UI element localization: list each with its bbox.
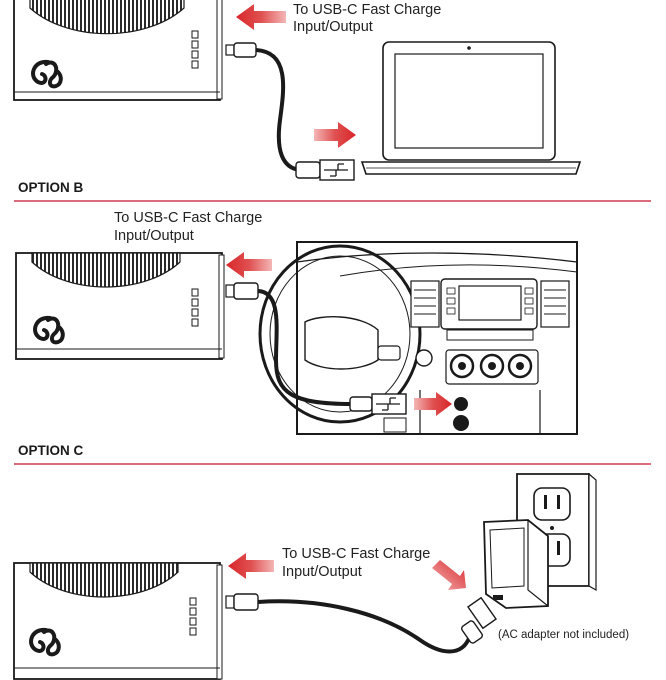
option-c-heading: OPTION C [18, 443, 84, 458]
arrow-to-device-a [236, 4, 286, 30]
option-b-heading: OPTION B [18, 180, 84, 195]
arrow-to-laptop-a [314, 122, 356, 148]
option-a-group [13, 0, 582, 181]
led-indicators-c [189, 597, 197, 636]
laptop-illustration [360, 41, 582, 175]
option-c-group [13, 472, 597, 680]
callout-a-line1: To USB-C Fast Charge [293, 2, 442, 18]
callout-b-line1: To USB-C Fast Charge [114, 210, 263, 226]
led-indicators-a [191, 30, 199, 69]
arrow-to-adapter-c [432, 560, 466, 590]
brand-logo-b [33, 315, 65, 345]
power-bank-device-a [13, 0, 223, 101]
brand-logo-a [31, 59, 63, 89]
aux-socket-icon [454, 397, 468, 411]
callout-a-line2: Input/Output [293, 19, 373, 35]
callout-b-line2: Input/Output [114, 228, 194, 244]
usb-cable-a [225, 42, 355, 181]
led-indicators-b [191, 288, 199, 327]
adapter-note: (AC adapter not included) [498, 629, 630, 641]
option-b-group [15, 241, 578, 435]
callout-c-line2: Input/Output [282, 564, 362, 580]
power-bank-device-c [13, 562, 223, 680]
usb-cable-b [225, 282, 407, 415]
callout-c-line1: To USB-C Fast Charge [282, 546, 431, 562]
power-bank-device-b [15, 252, 225, 360]
arrow-to-device-c [228, 553, 274, 579]
brand-logo-c [29, 627, 61, 657]
twelve-volt-socket-icon [453, 415, 469, 431]
arrow-to-car-socket-b [414, 392, 452, 416]
arrow-to-device-b [226, 252, 272, 278]
usb-cable-c [225, 593, 497, 654]
ac-adapter-illustration [483, 519, 549, 609]
